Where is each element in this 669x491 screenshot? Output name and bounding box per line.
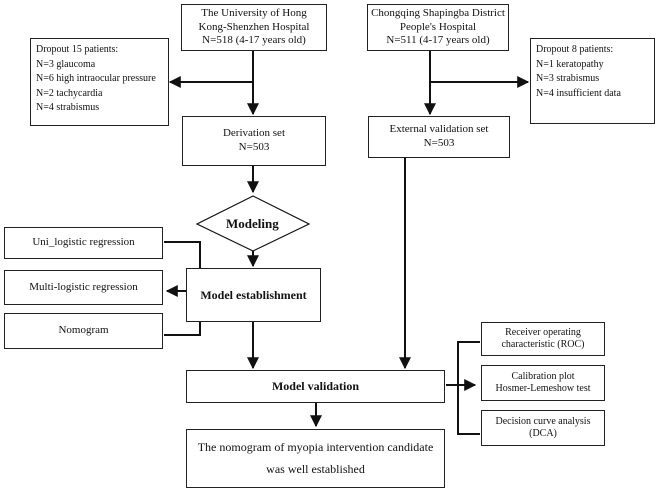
hospital-cq-line1: Chongqing Shapingba District: [371, 6, 505, 19]
method-nomogram-box: Nomogram: [4, 313, 163, 349]
roc-line2: characteristic (ROC): [501, 339, 585, 350]
dropout-right-item: N=4 insufficient data: [536, 87, 621, 99]
hospital-hk-line1: The University of Hong: [201, 6, 307, 19]
dropout-right-item: N=1 keratopathy: [536, 58, 604, 70]
dca-line1: Decision curve analysis: [495, 415, 591, 427]
roc-box: Receiver operating characteristic (ROC): [481, 322, 605, 356]
external-validation-box: External validation set N=503: [368, 116, 510, 158]
hospital-hk-line3: N=518 (4-17 years old): [202, 34, 306, 47]
model-validation-label: Model validation: [271, 379, 359, 393]
dca-line2: (DCA): [529, 428, 557, 439]
external-validation-count: N=503: [423, 137, 455, 149]
roc-line1: Receiver operating: [505, 326, 581, 338]
dropout-left-item: N=2 tachycardia: [36, 87, 103, 99]
dropout-right-box: Dropout 8 patients: N=1 keratopathy N=3 …: [530, 38, 655, 124]
calibration-line2: Hosmer-Lemeshow test: [495, 383, 591, 394]
dropout-right-item: N=3 strabismus: [536, 73, 600, 84]
validation-bracket: [457, 341, 480, 435]
calibration-box: Calibration plot Hosmer-Lemeshow test: [481, 365, 605, 401]
dropout-left-item: N=6 high intraocular pressure: [36, 73, 156, 84]
hospital-hk-box: The University of Hong Kong-Shenzhen Hos…: [181, 4, 327, 51]
hospital-cq-line2: People's Hospital: [399, 20, 477, 33]
dropout-left-title: Dropout 15 patients:: [36, 44, 119, 55]
hospital-hk-line2: Kong-Shenzhen Hospital: [198, 20, 310, 33]
dropout-left-item: N=4 strabismus: [36, 102, 100, 113]
method-uni-box: Uni_logistic regression: [4, 227, 163, 259]
model-establishment-box: Model establishment: [186, 268, 321, 322]
external-validation-label: External validation set: [389, 123, 489, 136]
calibration-line1: Calibration plot: [511, 370, 575, 382]
hospital-cq-box: Chongqing Shapingba District People's Ho…: [367, 4, 509, 51]
model-establishment-label: Model establishment: [200, 287, 307, 302]
conclusion-box: The nomogram of myopia intervention cand…: [186, 429, 445, 488]
model-validation-box: Model validation: [186, 370, 445, 403]
hospital-cq-line3: N=511 (4-17 years old): [386, 34, 490, 47]
method-nomogram-label: Nomogram: [58, 324, 109, 337]
modeling-label: Modeling: [226, 216, 279, 231]
conclusion-line1: The nomogram of myopia intervention cand…: [197, 439, 434, 454]
dropout-right-title: Dropout 8 patients:: [536, 44, 614, 55]
dropout-left-item: N=3 glaucoma: [36, 58, 96, 70]
method-uni-label: Uni_logistic regression: [32, 236, 135, 249]
dropout-left-box: Dropout 15 patients: N=3 glaucoma N=6 hi…: [30, 38, 169, 126]
conclusion-line2: was well established: [266, 461, 365, 476]
method-multi-box: Multi-logistic regression: [4, 270, 163, 305]
method-multi-label: Multi-logistic regression: [29, 280, 138, 293]
derivation-set-box: Derivation set N=503: [182, 116, 326, 166]
dca-box: Decision curve analysis (DCA): [481, 410, 605, 446]
modeling-diamond: [195, 195, 311, 252]
derivation-set-count: N=503: [238, 141, 270, 153]
derivation-set-label: Derivation set: [222, 127, 285, 140]
